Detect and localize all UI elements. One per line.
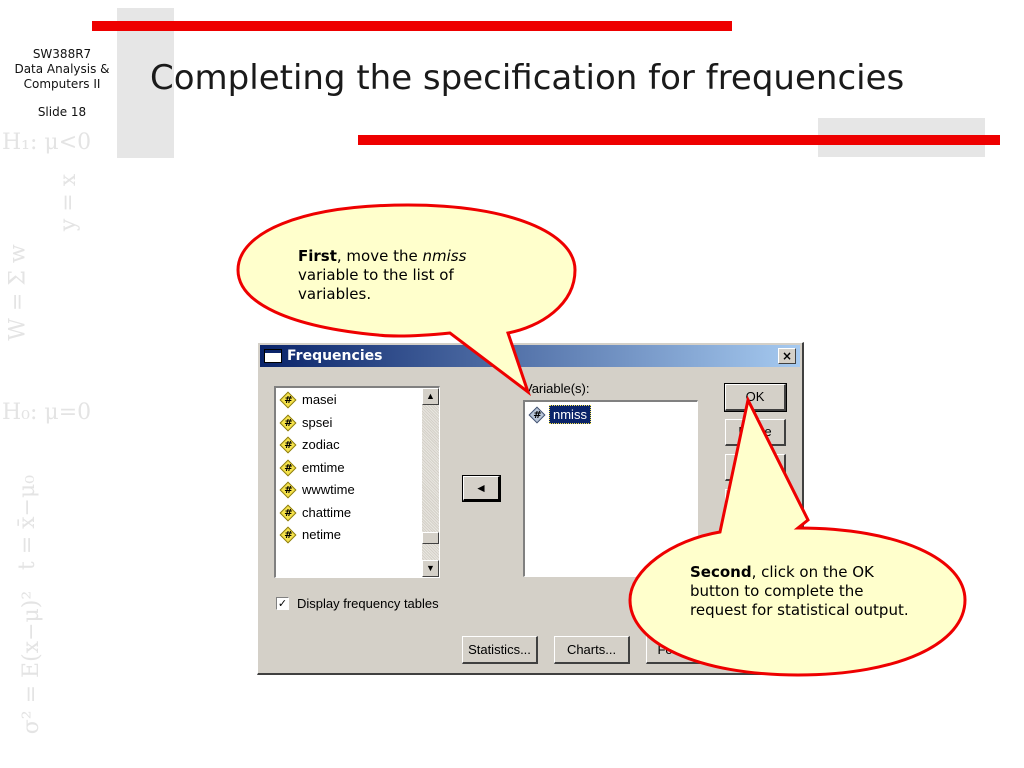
- callout-first-part-1: , move the: [336, 247, 423, 265]
- numeric-variable-icon: #: [279, 526, 297, 544]
- course-name-line-1: Data Analysis &: [14, 62, 110, 76]
- course-name-line-2: Computers II: [23, 77, 101, 91]
- display-tables-checkbox[interactable]: ✓: [276, 597, 289, 610]
- decor-red-rule-bottom: [358, 135, 1000, 145]
- numeric-variable-icon: #: [279, 459, 297, 477]
- variable-name: emtime: [302, 459, 345, 475]
- numeric-variable-icon: #: [279, 481, 297, 499]
- callout-second-part-1: , click on the OK button to complete the…: [690, 563, 909, 619]
- course-code: SW388R7: [32, 47, 92, 61]
- dialog-title: Frequencies: [287, 348, 383, 364]
- source-variable-list[interactable]: # masei # spsei # zodiac # emtime # wwwtime # chatt…: [274, 386, 440, 578]
- dialog-titlebar[interactable]: Frequencies ×: [260, 345, 800, 367]
- reset-button[interactable]: Reset: [725, 454, 786, 481]
- callout-first-part-2: variable to the list of variables.: [298, 266, 454, 303]
- slide-title: Completing the specification for frequen…: [150, 58, 905, 98]
- decor-grey-band-top: [117, 8, 174, 158]
- variable-name: chattime: [302, 504, 352, 520]
- statistics-button[interactable]: Statistics...: [462, 636, 538, 664]
- variable-name: netime: [302, 527, 342, 542]
- scroll-down-button[interactable]: ▼: [422, 560, 439, 577]
- callout-first-text: First, move the nmiss variable to the li…: [298, 247, 528, 304]
- numeric-variable-icon: #: [528, 406, 546, 424]
- cancel-button[interactable]: Cancel: [725, 489, 786, 516]
- frequencies-dialog: Frequencies × # masei # spsei # zodiac # emtime…: [257, 342, 804, 675]
- scroll-up-button[interactable]: ▲: [422, 388, 439, 405]
- move-variable-button[interactable]: ◄: [462, 475, 501, 502]
- numeric-variable-icon: #: [279, 436, 297, 454]
- ok-button[interactable]: OK: [724, 383, 787, 412]
- paste-button[interactable]: Paste: [725, 419, 786, 446]
- display-tables-label: Display frequency tables: [297, 596, 439, 611]
- variable-name: masei: [302, 392, 337, 407]
- callout-first-bold: First: [298, 247, 337, 265]
- selected-variable-list[interactable]: #nmiss: [523, 400, 698, 577]
- help-button[interactable]: Help: [725, 524, 786, 551]
- charts-button[interactable]: Charts...: [554, 636, 630, 664]
- variables-label: Variable(s):: [524, 381, 590, 396]
- course-info: SW388R7 Data Analysis & Computers II Sli…: [0, 47, 124, 120]
- slide-number: Slide 18: [37, 105, 87, 119]
- numeric-variable-icon: #: [279, 391, 297, 409]
- close-button[interactable]: ×: [778, 348, 796, 364]
- source-list-scrollbar[interactable]: ▲ ▼: [422, 388, 439, 577]
- decor-math-watermark: H₁: μ<0 y = x W = Σ w H₀: μ=0 t = x̄−μ₀ …: [2, 130, 92, 735]
- numeric-variable-icon: #: [279, 414, 297, 432]
- scroll-thumb[interactable]: [422, 532, 439, 544]
- numeric-variable-icon: #: [279, 504, 297, 522]
- variable-name: wwwtime: [302, 482, 355, 497]
- variable-name: zodiac: [302, 437, 340, 452]
- format-button[interactable]: Format...: [646, 636, 722, 664]
- variable-name: nmiss: [549, 405, 591, 424]
- variable-name: spsei: [302, 414, 333, 430]
- window-icon: [264, 349, 282, 363]
- callout-second-text: Second, click on the OK button to comple…: [690, 563, 920, 620]
- callout-first-italic: nmiss: [422, 247, 467, 265]
- decor-red-rule-top: [92, 21, 732, 31]
- callout-second-bold: Second: [690, 563, 752, 581]
